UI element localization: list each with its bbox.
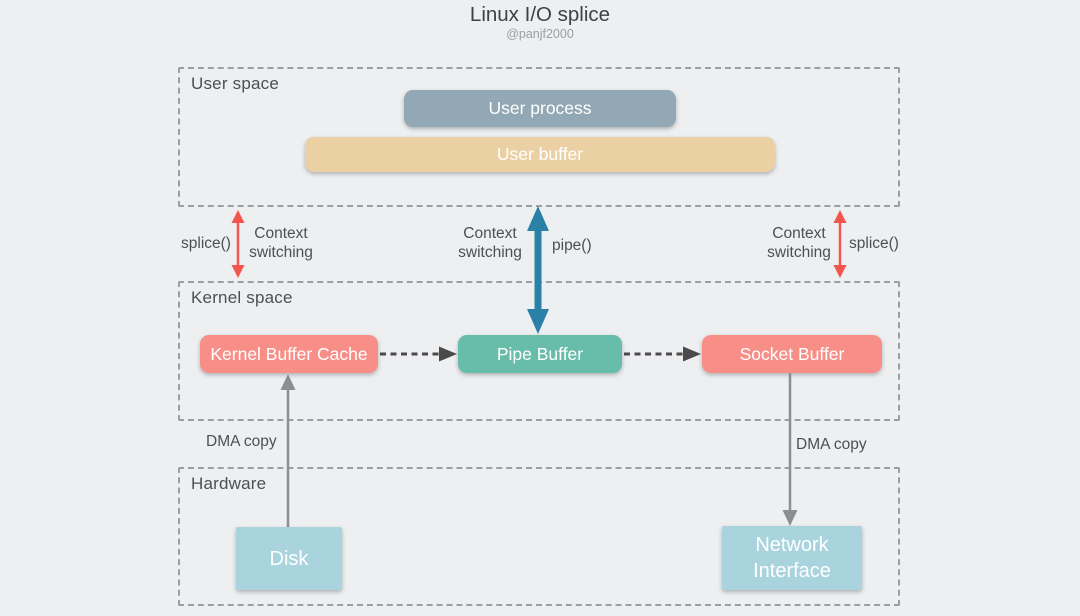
author-handle: @panjf2000 [506, 27, 574, 41]
network-interface-node: Network Interface [722, 526, 862, 590]
pipe-buffer-node: Pipe Buffer [458, 335, 622, 373]
socket-buffer-node: Socket Buffer [702, 335, 882, 373]
disk-to-kernel-dma-arrow-icon [280, 374, 296, 527]
splice-left-arrow-icon [231, 210, 245, 278]
splice-left-label: splice() [181, 235, 231, 252]
kernel-to-pipe-arrow-icon [380, 346, 457, 362]
dma-copy-left-label: DMA copy [206, 433, 277, 450]
hardware-label: Hardware [191, 474, 267, 493]
user-space-section: User space [178, 67, 900, 207]
user-space-label: User space [191, 74, 279, 93]
pipe-label: pipe() [552, 237, 592, 254]
pipe-arrow-icon [527, 206, 549, 334]
context-switching-center-label: Context switching [458, 225, 522, 262]
pipe-to-socket-arrow-icon [624, 346, 701, 362]
splice-right-arrow-icon [833, 210, 847, 278]
kernel-space-label: Kernel space [191, 288, 293, 307]
socket-to-nic-dma-arrow-icon [782, 373, 798, 526]
kernel-buffer-cache-node: Kernel Buffer Cache [200, 335, 378, 373]
dma-copy-right-label: DMA copy [796, 436, 867, 453]
user-process-node: User process [404, 90, 676, 127]
page-title: Linux I/O splice [469, 3, 611, 26]
user-buffer-node: User buffer [305, 137, 775, 172]
splice-right-label: splice() [849, 235, 899, 252]
context-switching-right-label: Context switching [767, 225, 831, 262]
disk-node: Disk [236, 527, 342, 590]
hardware-section: Hardware [178, 467, 900, 606]
context-switching-left-label: Context switching [249, 225, 313, 262]
